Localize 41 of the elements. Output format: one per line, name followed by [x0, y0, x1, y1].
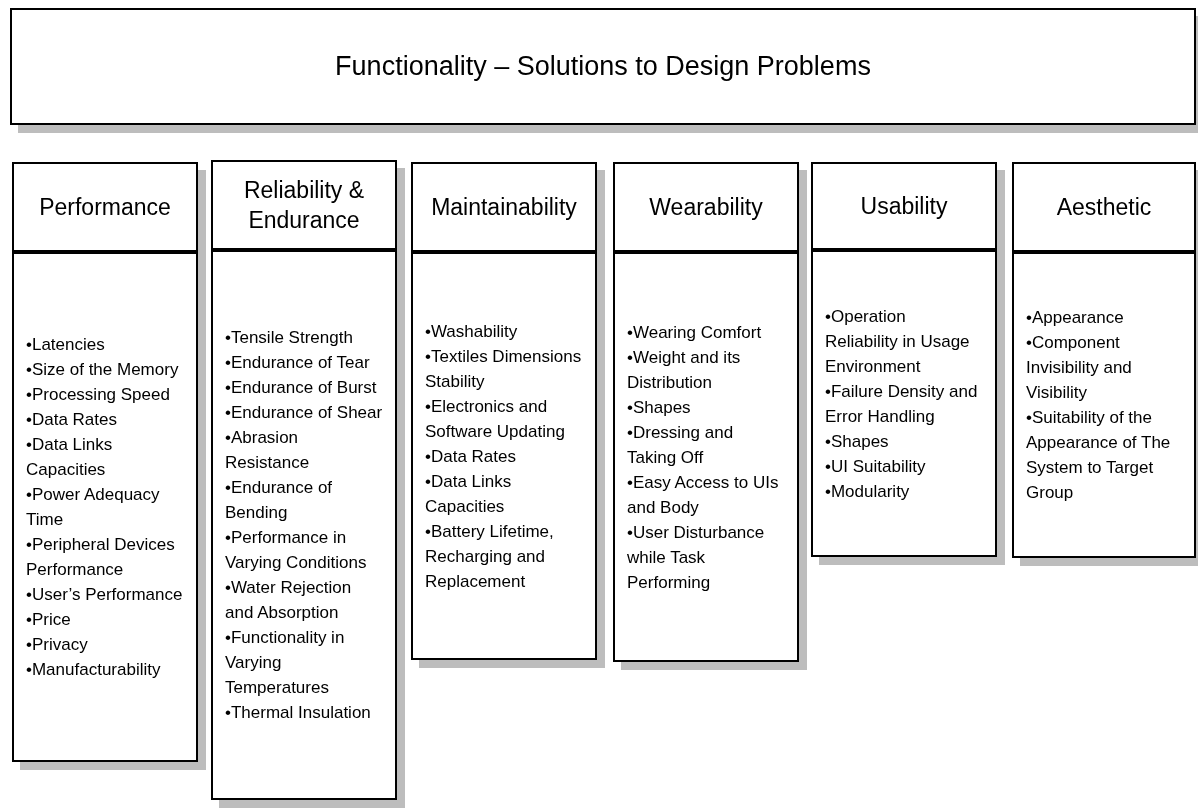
bullet-item: •Shapes — [825, 430, 890, 453]
bullet-item: •Data Links Capacities — [425, 470, 513, 518]
bullet-item: •Abrasion Resistance — [225, 427, 311, 474]
bullet-item: •Suitability of the Appearance of The System to Target Group — [1026, 407, 1172, 504]
bullet-item: •Size of the Memory — [26, 359, 180, 381]
bullet-item: •Performance in Varying Conditions — [225, 527, 368, 574]
bullet-item: •Textiles Dimensions Stability — [425, 345, 583, 393]
bullet-item: •Manufacturability — [26, 659, 162, 681]
bullet-item: •Processing Speed — [26, 384, 171, 406]
bullet-item: •Battery Lifetime, Recharging and Replacement — [425, 520, 555, 593]
bullet-item: •Endurance of Tear — [225, 352, 371, 374]
bullet-item: •Privacy — [26, 634, 89, 656]
bullet-item: •UI Suitability — [825, 455, 927, 478]
bullet-item: •Weight and its Distribution — [627, 346, 742, 394]
bullet-item: •User Disturbance while Task Performing — [627, 521, 766, 594]
bullet-item: •Endurance of Bending — [225, 477, 334, 524]
bullet-item: •Failure Density and Error Handling — [825, 380, 979, 428]
bullet-item: •Endurance of Burst — [225, 377, 378, 399]
bullet-item: •Easy Access to UIs and Body — [627, 471, 780, 519]
bullet-item: •Shapes — [627, 396, 692, 419]
bullet-item: •Power Adequacy Time — [26, 484, 161, 531]
bullet-item: •Dressing and Taking Off — [627, 421, 735, 469]
bullet-item: •Data Links Capacities — [26, 434, 114, 481]
bullet-item: •Endurance of Shear — [225, 402, 383, 424]
bullet-item: •Wearing Comfort — [627, 321, 763, 344]
bullet-item: •Functionality in Varying Temperatures — [225, 627, 346, 699]
bullet-item: •Washability — [425, 320, 519, 343]
bullet-item: •Water Rejection and Absorption — [225, 577, 353, 624]
bullet-item: •Peripheral Devices Performance — [26, 534, 176, 581]
bullet-item: •Modularity — [825, 480, 911, 503]
bullet-item: •Operation Reliability in Usage Environment — [825, 305, 971, 378]
bullet-item: •Price — [26, 609, 72, 631]
bullet-item: •Thermal Insulation — [225, 702, 372, 724]
bullet-item: •Data Rates — [425, 445, 517, 468]
bullet-item: •Latencies — [26, 334, 106, 356]
bullet-item: •Data Rates — [26, 409, 118, 431]
bullet-item: •Tensile Strength — [225, 327, 354, 349]
bullet-item: •Appearance — [1026, 307, 1125, 329]
bullet-item: •Electronics and Software Updating — [425, 395, 566, 443]
bullet-item: •Component Invisibility and Visibility — [1026, 332, 1133, 404]
bullet-item: •User’s Performance — [26, 584, 184, 606]
